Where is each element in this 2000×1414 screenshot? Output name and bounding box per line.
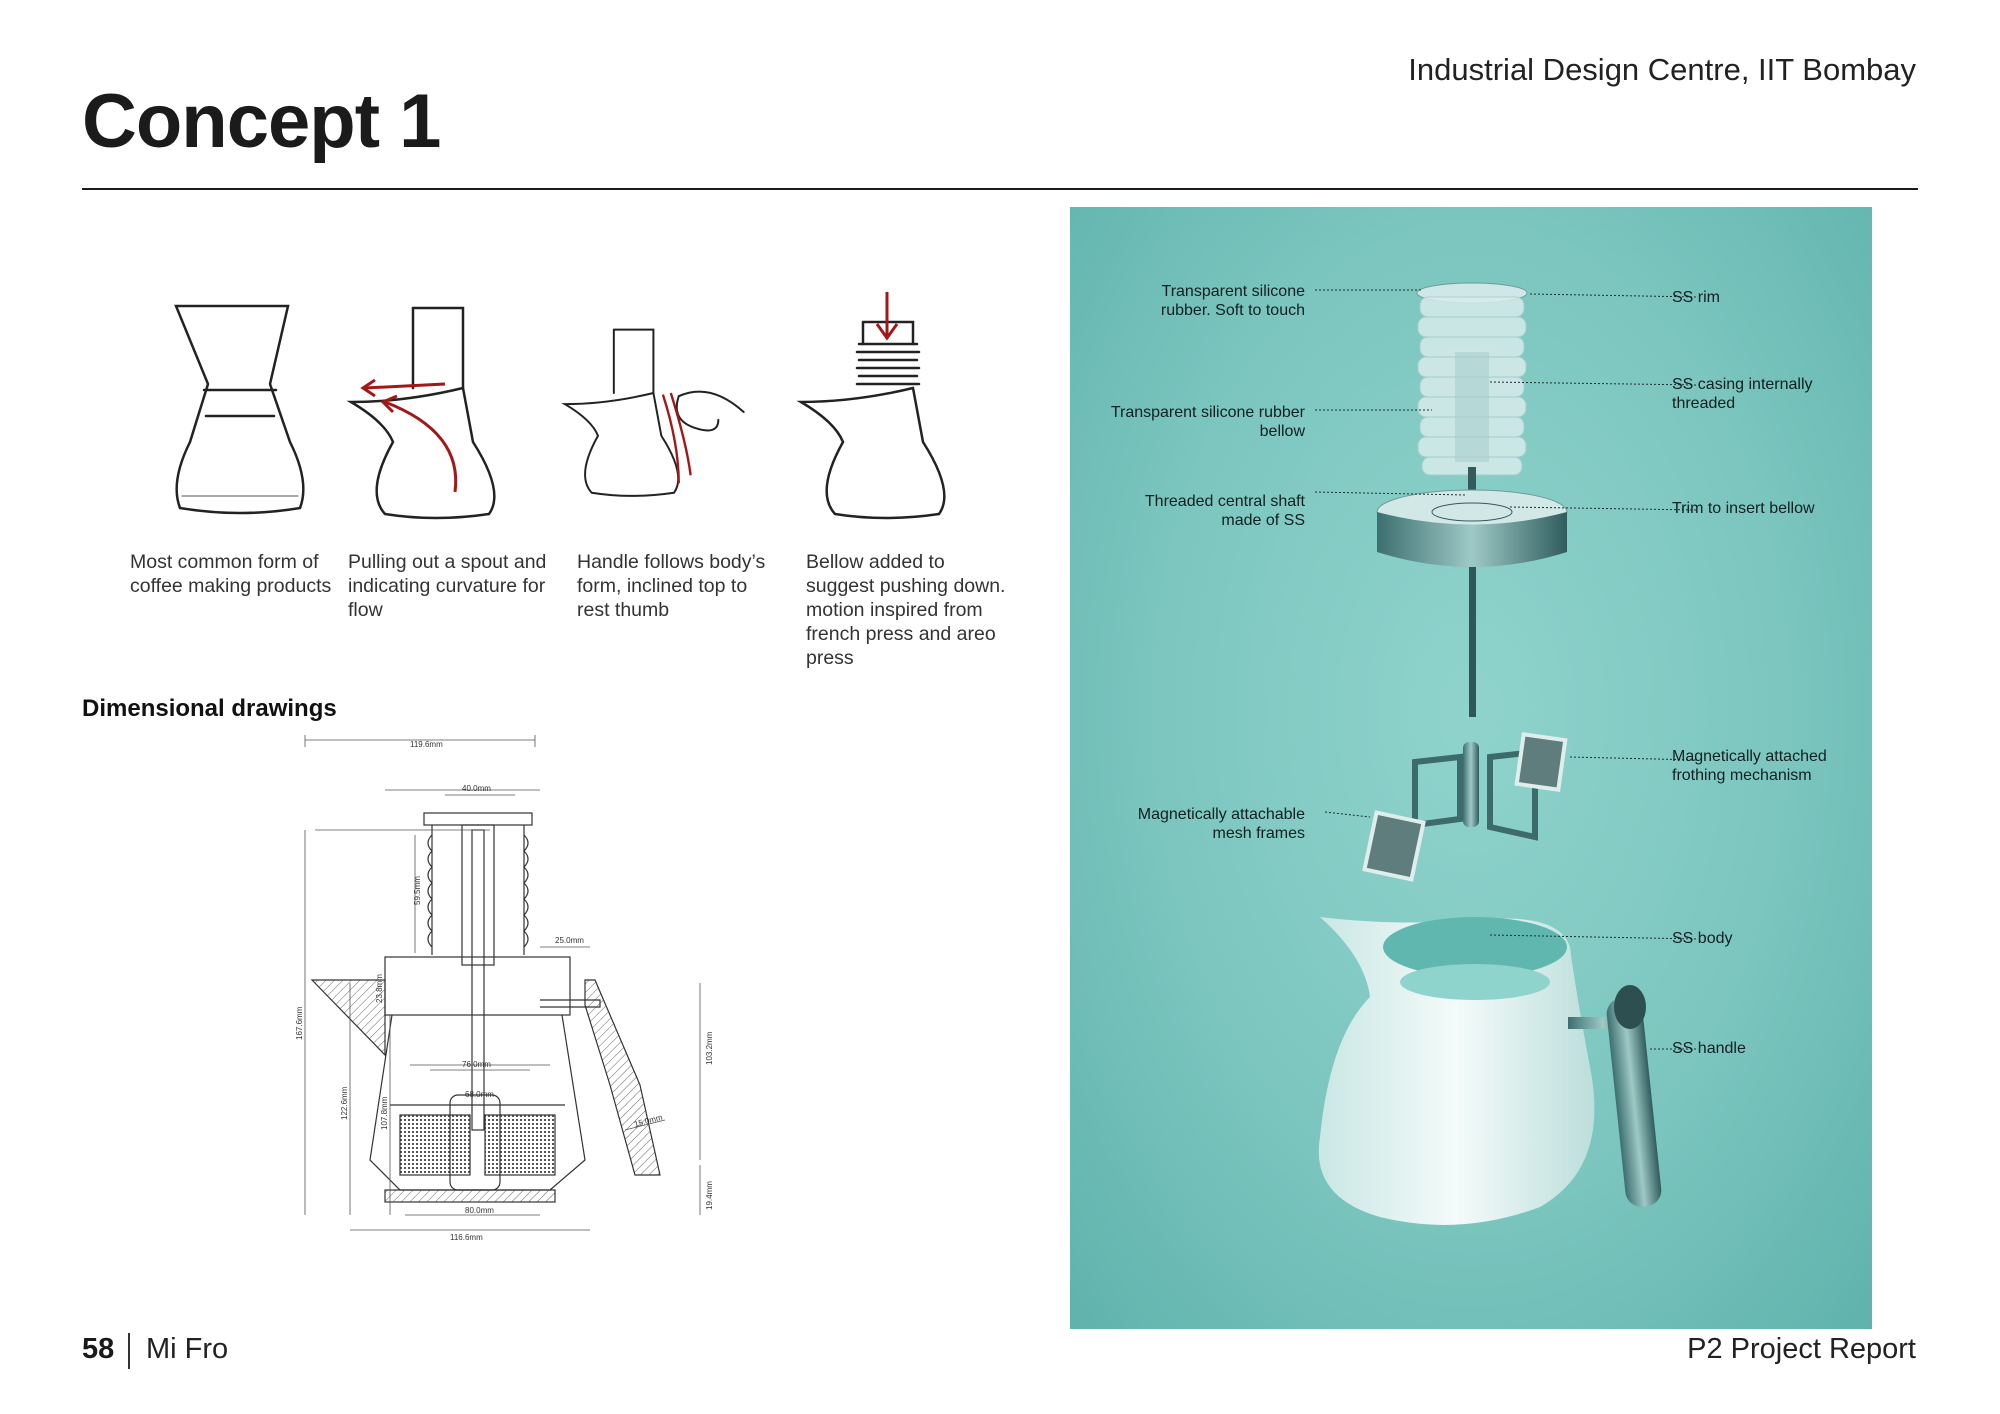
render-label: Magnetically attached frothing mechanism (1672, 748, 1827, 784)
section-heading-dimensional: Dimensional drawings (82, 695, 337, 722)
sketch-caption: Pulling out a spout and indicating curva… (348, 551, 547, 621)
dim-label: 40.0mm (462, 784, 491, 793)
dim-label: 59.5mm (413, 876, 422, 905)
sketch-caption: Bellow added to suggest pushing down. mo… (806, 551, 1006, 669)
organization-name: Industrial Design Centre, IIT Bombay (1408, 52, 1916, 87)
sketch-caption: Most common form of coffee making produc… (130, 551, 332, 597)
dim-label: 23.8mm (375, 974, 384, 1003)
render-label: Transparent silicone rubber bellow (1110, 404, 1305, 440)
page-number: 58 (82, 1333, 115, 1365)
sketch-spout (346, 306, 496, 520)
exploded-render (1314, 282, 1699, 1225)
render-label: Threaded central shaft made of SS (1144, 493, 1305, 529)
render-label: SS handle (1672, 1040, 1746, 1057)
report-name: P2 Project Report (1687, 1333, 1916, 1365)
dim-label: 19.4mm (705, 1181, 714, 1210)
render-label: Magnetically attachable mesh frames (1137, 806, 1305, 842)
product-render-panel: Transparent silicone rubber. Soft to tou… (1070, 207, 1872, 1329)
render-label: Trim to insert bellow (1672, 500, 1815, 517)
sketch-bellow (796, 292, 946, 520)
sketch-caption: Handle follows body’s form, inclined top… (577, 551, 766, 621)
dim-label: 167.6mm (295, 1006, 304, 1040)
sketch-handle (561, 328, 745, 497)
title-divider (82, 188, 1918, 190)
dim-label: 68.0mm (465, 1090, 494, 1099)
sketch-common-form (174, 304, 305, 515)
dim-label: 103.2mm (705, 1031, 714, 1065)
dim-label: 119.6mm (410, 740, 443, 749)
dim-label: 25.0mm (555, 936, 584, 945)
dimensional-drawing: 119.6mm 40.0mm 59.5mm 25.0mm 23.8mm 167.… (295, 735, 714, 1242)
render-label: Transparent silicone rubber. Soft to tou… (1160, 283, 1305, 319)
footer-divider (128, 1333, 130, 1369)
dim-label: 116.6mm (450, 1233, 483, 1242)
render-label: SS rim (1672, 289, 1720, 306)
render-label: SS casing internally threaded (1672, 376, 1813, 412)
project-name: Mi Fro (146, 1333, 229, 1365)
page-title: Concept 1 (82, 79, 441, 164)
dim-label: 76.0mm (462, 1060, 491, 1069)
dim-label: 122.6mm (340, 1086, 349, 1120)
dim-label: 107.8mm (380, 1096, 389, 1130)
render-label: SS body (1672, 930, 1733, 947)
dim-label: 80.0mm (465, 1206, 494, 1215)
